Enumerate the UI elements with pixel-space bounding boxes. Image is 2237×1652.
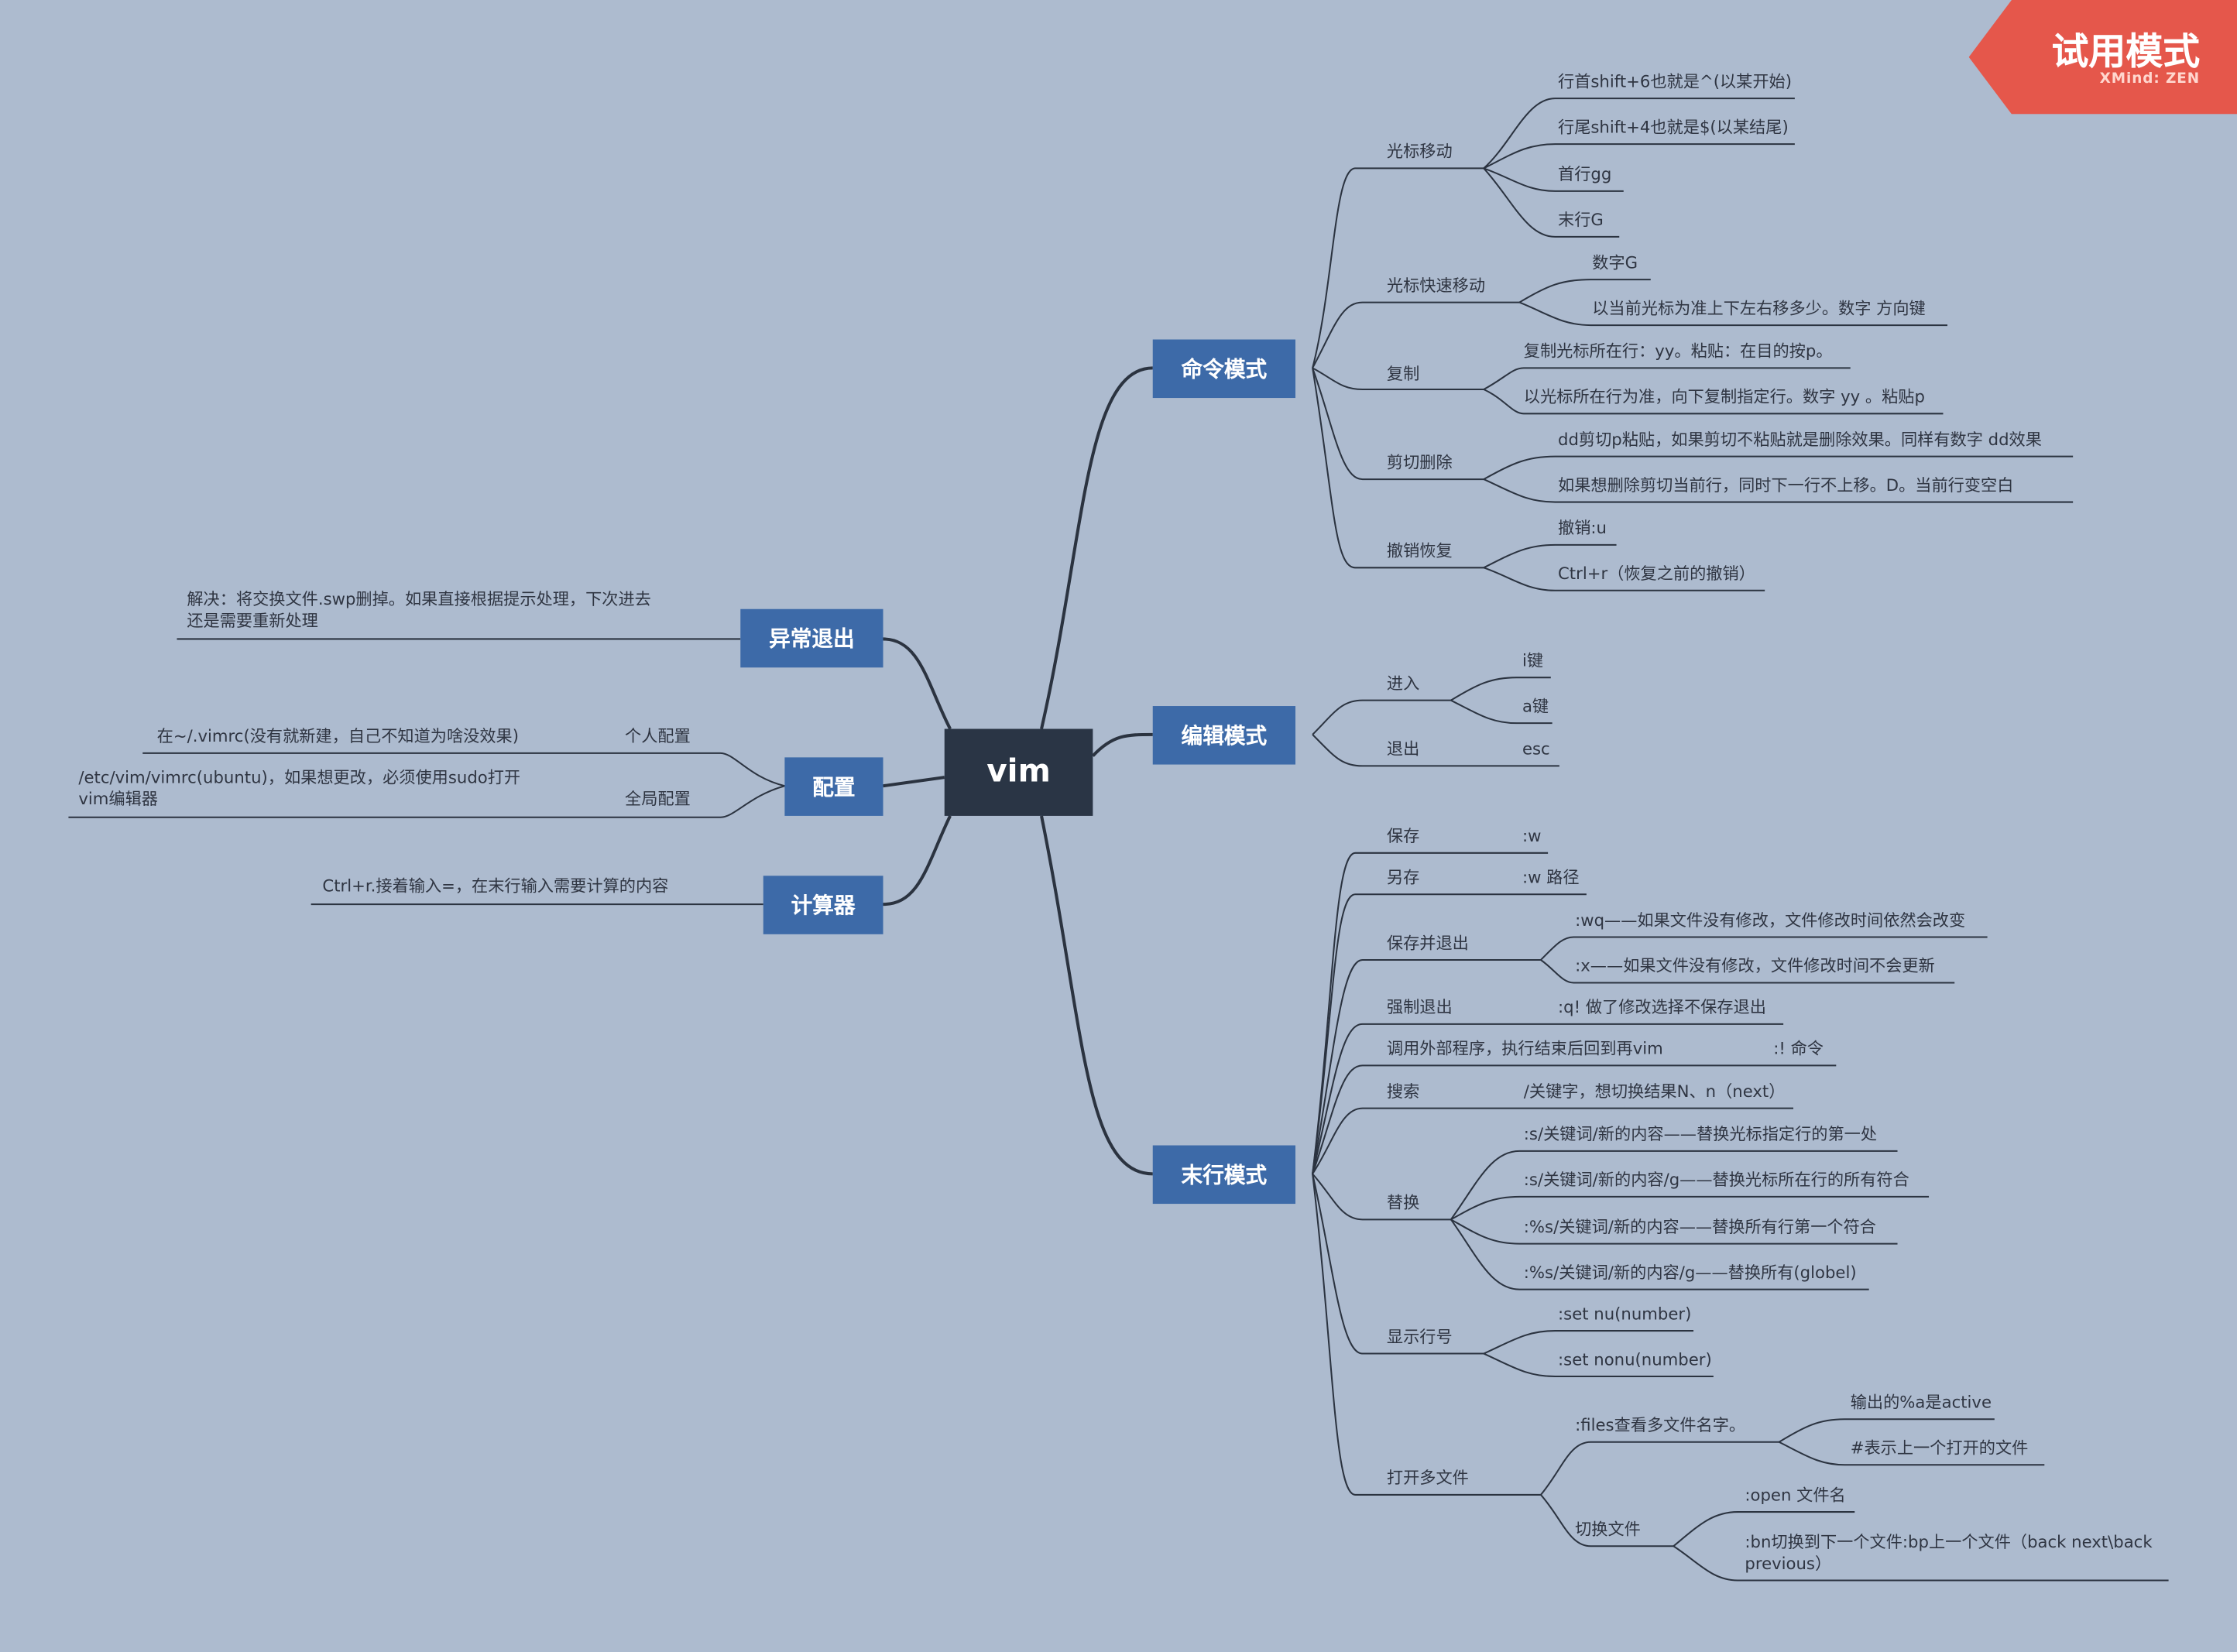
leaf-q-bang[interactable]: :q! 做了修改选择不保存退出 bbox=[1558, 996, 1766, 1017]
leaf-set-nonu[interactable]: :set nonu(number) bbox=[1558, 1349, 1712, 1369]
leaf-search-keyword[interactable]: /关键字，想切换结果N、n（next） bbox=[1523, 1081, 1786, 1102]
leaf-replace-global[interactable]: :%s/关键词/新的内容/g——替换所有(globel) bbox=[1523, 1262, 1857, 1283]
root-topic[interactable]: vim bbox=[944, 728, 1093, 816]
trial-mode-badge: 试用模式 XMind: ZEN bbox=[1968, 0, 2237, 115]
subtopic-cursor-fast[interactable]: 光标快速移动 bbox=[1386, 275, 1486, 296]
topic-last-line-mode[interactable]: 末行模式 bbox=[1152, 1145, 1295, 1205]
leaf-redo-ctrl-r[interactable]: Ctrl+r（恢复之前的撤销） bbox=[1558, 563, 1755, 584]
node-files[interactable]: :files查看多文件名字。 bbox=[1575, 1414, 1746, 1435]
leaf-replace-line-all[interactable]: :s/关键词/新的内容/g——替换光标所在行的所有符合 bbox=[1523, 1169, 1909, 1190]
leaf-a-key[interactable]: a键 bbox=[1522, 696, 1549, 716]
subtopic-line-numbers[interactable]: 显示行号 bbox=[1386, 1326, 1453, 1347]
subtopic-exit[interactable]: 退出 bbox=[1386, 739, 1420, 759]
leaf-esc[interactable]: esc bbox=[1522, 739, 1550, 759]
leaf-x[interactable]: :x——如果文件没有修改，文件修改时间不会更新 bbox=[1575, 955, 1935, 976]
leaf-global-vimrc[interactable]: /etc/vim/vimrc(ubuntu)，如果想更改，必须使用sudo打开v… bbox=[78, 767, 521, 809]
leaf-bn-bp[interactable]: :bn切换到下一个文件:bp上一个文件（back next\back previ… bbox=[1745, 1531, 2153, 1574]
leaf-first-line[interactable]: 首行gg bbox=[1558, 163, 1612, 184]
topic-calculator[interactable]: 计算器 bbox=[763, 876, 883, 934]
subtopic-copy[interactable]: 复制 bbox=[1386, 363, 1420, 384]
badge-shape bbox=[1968, 0, 2237, 115]
subtopic-search[interactable]: 搜索 bbox=[1386, 1081, 1420, 1102]
topic-abnormal-exit[interactable]: 异常退出 bbox=[740, 608, 883, 668]
subtopic-enter[interactable]: 进入 bbox=[1386, 673, 1420, 694]
subtopic-global-config[interactable]: 全局配置 bbox=[625, 788, 691, 809]
node-switch-file[interactable]: 切换文件 bbox=[1575, 1519, 1641, 1540]
subtopic-replace[interactable]: 替换 bbox=[1386, 1192, 1420, 1213]
leaf-replace-all-first[interactable]: :%s/关键词/新的内容——替换所有行第一个符合 bbox=[1523, 1216, 1876, 1237]
leaf-replace-first[interactable]: :s/关键词/新的内容——替换光标指定行的第一处 bbox=[1523, 1123, 1878, 1144]
topic-config[interactable]: 配置 bbox=[784, 757, 883, 816]
leaf-copy-yy[interactable]: 复制光标所在行：yy。粘贴：在目的按p。 bbox=[1523, 341, 1833, 362]
subtopic-save[interactable]: 保存 bbox=[1386, 825, 1420, 846]
xmind-brand: XMind: ZEN bbox=[2099, 71, 2201, 87]
leaf-number-direction[interactable]: 以当前光标为准上下左右移多少。数字 方向键 bbox=[1592, 298, 1926, 318]
topic-command-mode[interactable]: 命令模式 bbox=[1152, 339, 1295, 399]
subtopic-external-program[interactable]: 调用外部程序，执行结束后回到再vim bbox=[1386, 1038, 1663, 1059]
subtopic-multi-files[interactable]: 打开多文件 bbox=[1386, 1467, 1469, 1488]
leaf-calculator-note[interactable]: Ctrl+r.接着输入=，在末行输入需要计算的内容 bbox=[322, 876, 669, 896]
subtopic-force-quit[interactable]: 强制退出 bbox=[1386, 996, 1453, 1017]
subtopic-save-as[interactable]: 另存 bbox=[1386, 867, 1420, 888]
leaf-line-end[interactable]: 行尾shift+4也就是$(以某结尾) bbox=[1558, 117, 1789, 137]
leaf-swp-solution[interactable]: 解决：将交换文件.swp删掉。如果直接根据提示处理，下次进去还是需要重新处理 bbox=[187, 588, 651, 631]
leaf-i-key[interactable]: i键 bbox=[1522, 650, 1544, 670]
leaf-save-w[interactable]: :w bbox=[1522, 825, 1542, 846]
leaf-cut-d[interactable]: 如果想删除剪切当前行，同时下一行不上移。D。当前行变空白 bbox=[1558, 475, 2014, 495]
leaf-cut-dd[interactable]: dd剪切p粘贴，如果剪切不粘贴就是删除效果。同样有数字 dd效果 bbox=[1558, 429, 2042, 450]
leaf-undo-u[interactable]: 撤销:u bbox=[1558, 517, 1607, 538]
leaf-line-start[interactable]: 行首shift+6也就是^(以某开始) bbox=[1558, 71, 1793, 91]
leaf-save-as-w-path[interactable]: :w 路径 bbox=[1522, 867, 1580, 888]
leaf-wq[interactable]: :wq——如果文件没有修改，文件修改时间依然会改变 bbox=[1575, 910, 1966, 931]
trial-mode-title: 试用模式 bbox=[2051, 31, 2201, 74]
subtopic-personal-config[interactable]: 个人配置 bbox=[625, 725, 691, 746]
leaf-last-line[interactable]: 末行G bbox=[1558, 209, 1604, 230]
subtopic-undo[interactable]: 撤销恢复 bbox=[1386, 540, 1453, 561]
leaf-active[interactable]: 输出的%a是active bbox=[1850, 1392, 1992, 1413]
subtopic-cut[interactable]: 剪切删除 bbox=[1386, 452, 1453, 472]
subtopic-save-quit[interactable]: 保存并退出 bbox=[1386, 932, 1469, 953]
leaf-previous-file[interactable]: #表示上一个打开的文件 bbox=[1850, 1438, 2029, 1458]
subtopic-cursor-move[interactable]: 光标移动 bbox=[1386, 141, 1453, 162]
leaf-personal-vimrc[interactable]: 在~/.vimrc(没有就新建，自己不知道为啥没效果) bbox=[156, 725, 520, 746]
leaf-open-file[interactable]: :open 文件名 bbox=[1745, 1485, 1846, 1505]
leaf-number-g[interactable]: 数字G bbox=[1592, 252, 1638, 272]
topic-edit-mode[interactable]: 编辑模式 bbox=[1152, 706, 1295, 765]
leaf-copy-number-yy[interactable]: 以光标所在行为准，向下复制指定行。数字 yy 。粘贴p bbox=[1523, 386, 1925, 407]
leaf-set-nu[interactable]: :set nu(number) bbox=[1558, 1304, 1692, 1324]
leaf-bang-command[interactable]: :! 命令 bbox=[1773, 1038, 1824, 1059]
